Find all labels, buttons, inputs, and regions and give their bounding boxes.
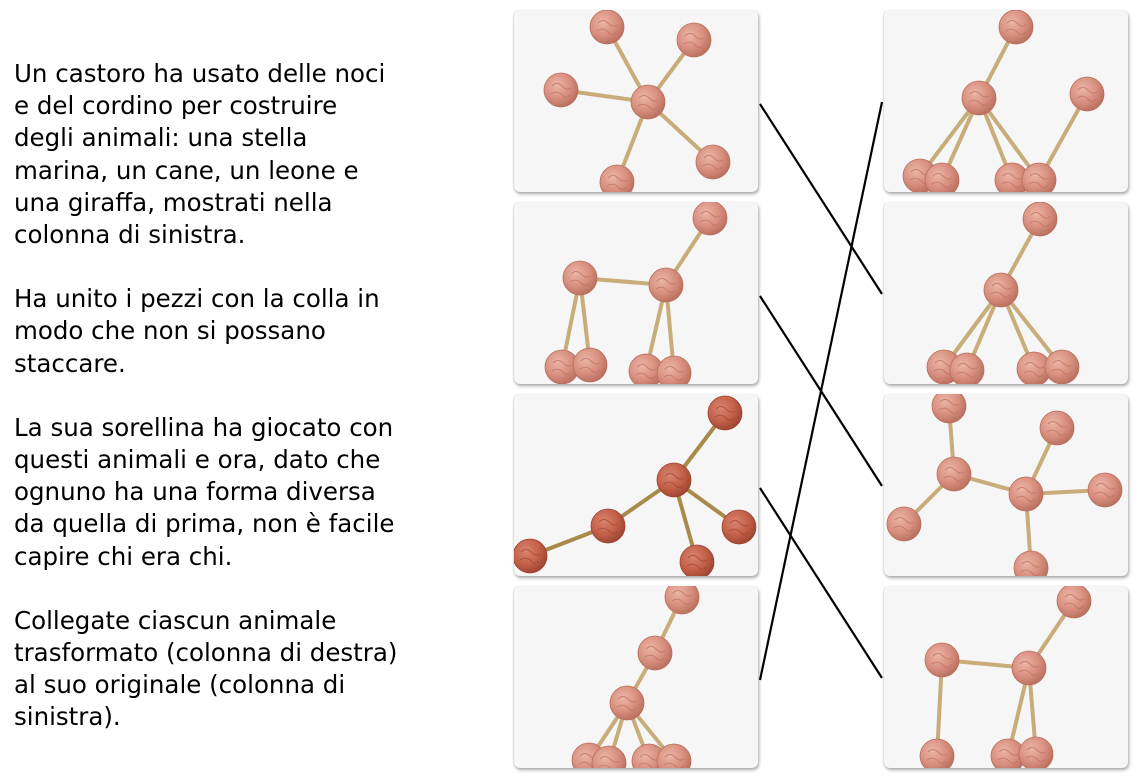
walnut bbox=[591, 745, 627, 768]
walnut bbox=[514, 538, 548, 574]
walnut bbox=[1069, 76, 1105, 112]
walnut bbox=[983, 272, 1019, 308]
walnut bbox=[637, 635, 673, 671]
walnut bbox=[1056, 586, 1092, 619]
walnut bbox=[707, 395, 743, 431]
walnut bbox=[630, 84, 666, 120]
walnut bbox=[1039, 410, 1075, 446]
walnut bbox=[1013, 550, 1049, 576]
walnut bbox=[609, 685, 645, 721]
walnut bbox=[994, 162, 1030, 192]
walnut bbox=[599, 164, 635, 192]
walnut bbox=[656, 743, 692, 768]
nut-figure bbox=[919, 586, 1092, 768]
walnut bbox=[679, 544, 715, 576]
instructions-paragraph-1: Un castoro ha usato delle noci e del cor… bbox=[14, 59, 386, 250]
walnut bbox=[695, 144, 731, 180]
walnut bbox=[721, 509, 757, 545]
instructions-paragraph-3: La sua sorellina ha giocato con questi a… bbox=[14, 412, 395, 571]
instructions-paragraph-2: Ha unito i pezzi con la colla in modo ch… bbox=[14, 284, 380, 378]
connection-line[interactable] bbox=[759, 295, 883, 487]
connection-line[interactable] bbox=[759, 103, 883, 295]
left-card-starfish[interactable] bbox=[514, 10, 758, 192]
instructions-paragraph-4: Collegate ciascun animale trasformato (c… bbox=[14, 605, 398, 732]
nut-figure bbox=[886, 394, 1123, 576]
walnut bbox=[936, 456, 972, 492]
nut-figure bbox=[544, 202, 728, 384]
walnut bbox=[924, 162, 960, 192]
walnut bbox=[1011, 650, 1047, 686]
walnut bbox=[931, 394, 967, 424]
walnut bbox=[998, 10, 1034, 45]
nut-figure bbox=[543, 10, 731, 192]
walnut bbox=[1044, 349, 1080, 384]
walnut bbox=[990, 738, 1026, 768]
walnut bbox=[562, 260, 598, 296]
walnut bbox=[1018, 736, 1054, 768]
walnut bbox=[589, 10, 625, 45]
walnut bbox=[648, 267, 684, 303]
left-card-lion[interactable] bbox=[514, 394, 758, 576]
left-card-dog[interactable] bbox=[514, 202, 758, 384]
walnut bbox=[572, 347, 608, 383]
walnut bbox=[590, 508, 626, 544]
instructions-panel: Un castoro ha usato delle noci e del cor… bbox=[14, 58, 484, 766]
walnut bbox=[676, 22, 712, 58]
walnut bbox=[1021, 162, 1057, 192]
walnut bbox=[949, 352, 985, 384]
walnut bbox=[1022, 202, 1058, 237]
walnut bbox=[1016, 351, 1052, 384]
connection-line[interactable] bbox=[759, 487, 883, 679]
nut-figure bbox=[514, 395, 757, 576]
walnut bbox=[924, 642, 960, 678]
right-card-3[interactable] bbox=[884, 394, 1128, 576]
walnut bbox=[656, 462, 692, 498]
nut-figure bbox=[571, 586, 700, 768]
nut-figure bbox=[926, 202, 1080, 384]
left-card-giraffe[interactable] bbox=[514, 586, 758, 768]
nut-figure bbox=[902, 10, 1105, 192]
walnut bbox=[692, 202, 728, 236]
walnut bbox=[1087, 472, 1123, 508]
walnut bbox=[1008, 476, 1044, 512]
connection-line[interactable] bbox=[758, 101, 884, 681]
walnut bbox=[543, 72, 579, 108]
walnut bbox=[656, 355, 692, 384]
right-card-4[interactable] bbox=[884, 586, 1128, 768]
walnut bbox=[919, 738, 955, 768]
walnut bbox=[961, 80, 997, 116]
walnut bbox=[664, 586, 700, 615]
walnut bbox=[886, 506, 922, 542]
right-card-2[interactable] bbox=[884, 202, 1128, 384]
right-card-1[interactable] bbox=[884, 10, 1128, 192]
